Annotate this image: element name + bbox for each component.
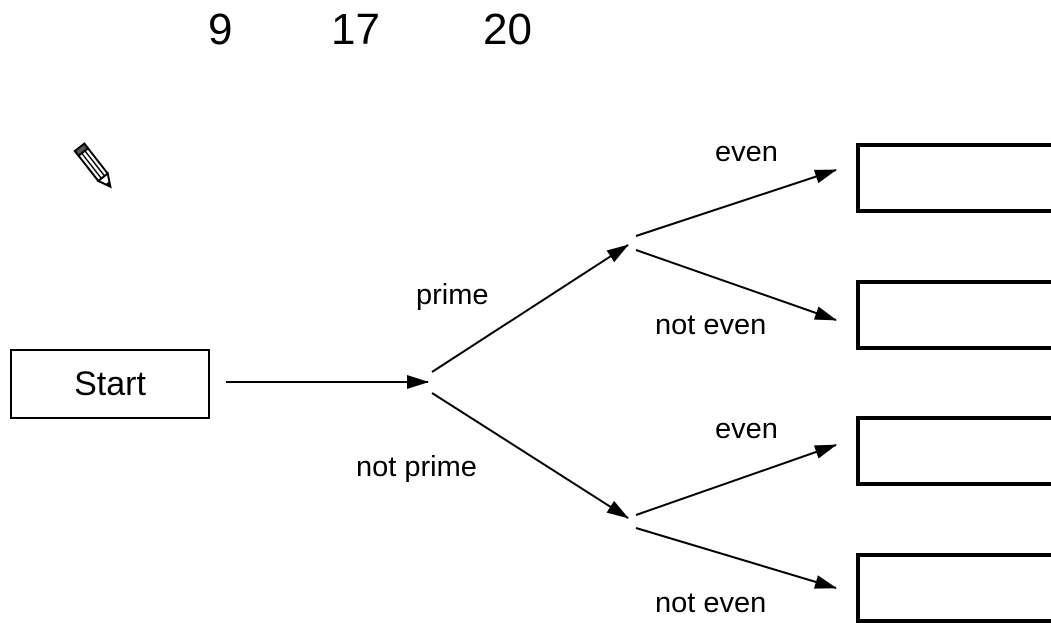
arrow-prime-even xyxy=(635,169,837,237)
arrow-not-prime-not-even xyxy=(635,527,837,589)
arrow-not-prime-even xyxy=(635,444,837,516)
branch-label-prime: prime xyxy=(416,279,489,311)
branch-label-prime-not-even: not even xyxy=(655,309,767,341)
branch-label-prime-even: even xyxy=(715,136,778,168)
arrow-prime xyxy=(431,244,629,373)
arrow-not-prime xyxy=(431,392,629,519)
number-20: 20 xyxy=(483,5,532,54)
arrow-prime-not-even xyxy=(635,249,837,321)
answer-box-not-prime-not-even[interactable] xyxy=(856,553,1051,623)
number-9: 9 xyxy=(208,5,233,54)
branch-label-not-prime-even: even xyxy=(715,413,778,445)
answer-box-prime-even[interactable] xyxy=(856,143,1051,213)
branch-label-not-prime: not prime xyxy=(356,451,477,483)
answer-box-not-prime-even[interactable] xyxy=(856,416,1051,486)
number-17: 17 xyxy=(331,5,380,54)
branch-label-not-prime-not-even: not even xyxy=(655,587,767,619)
answer-box-prime-not-even[interactable] xyxy=(856,280,1051,350)
start-label: Start xyxy=(74,364,146,403)
pencil-icon[interactable] xyxy=(72,140,118,194)
start-box: Start xyxy=(10,349,210,419)
